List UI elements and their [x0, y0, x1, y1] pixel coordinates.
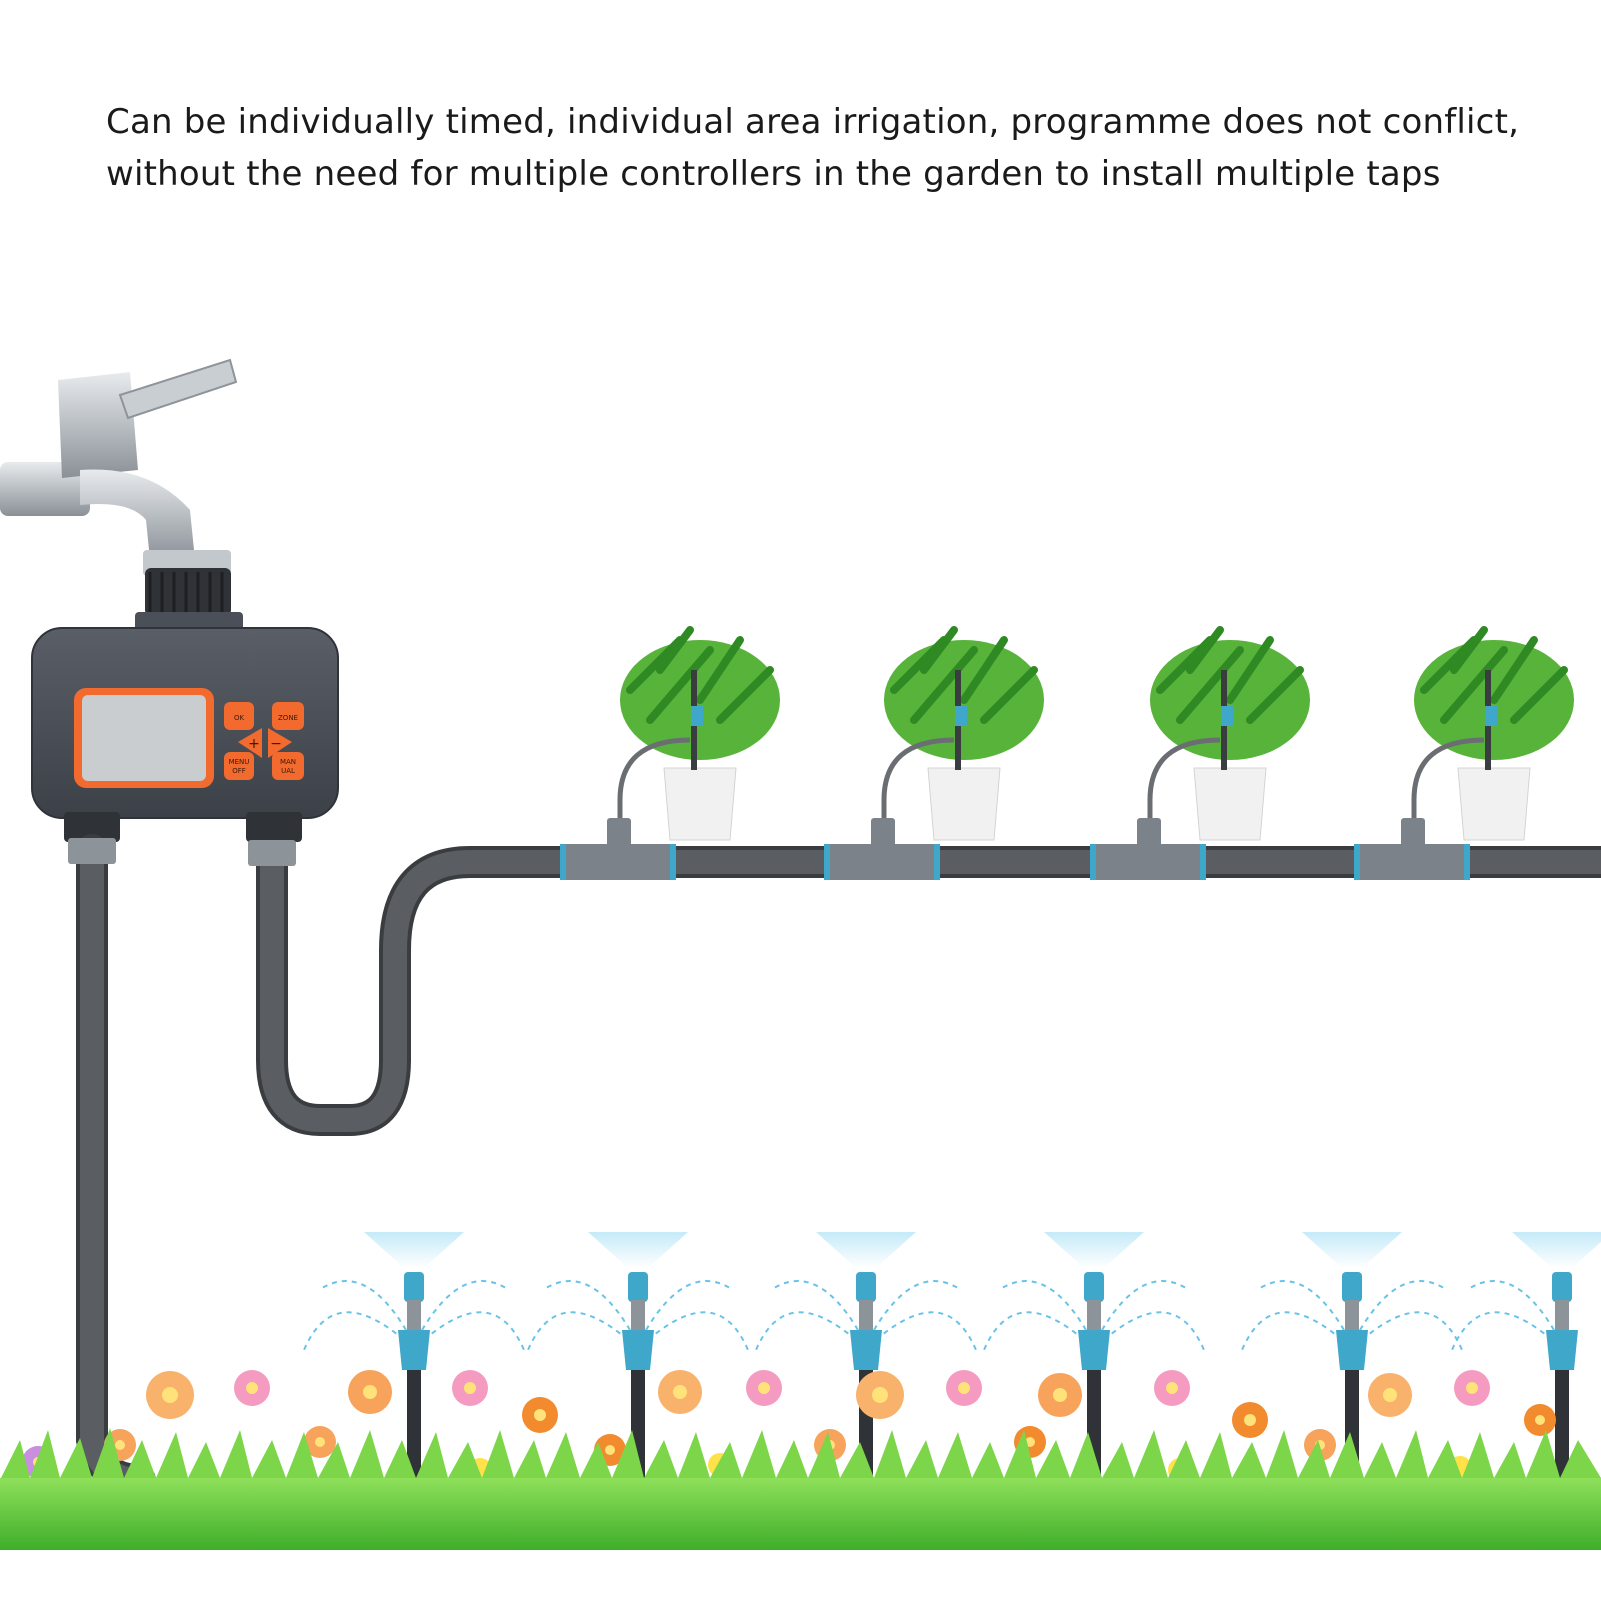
- flower: [304, 1426, 336, 1458]
- flower: [1368, 1373, 1412, 1417]
- manual-button[interactable]: MAN UAL: [272, 752, 304, 780]
- zone-button[interactable]: ZONE: [272, 702, 304, 730]
- right-hose-connector: [248, 840, 296, 866]
- coupling-nut: [145, 568, 231, 616]
- flower: [452, 1370, 488, 1406]
- faucet: [0, 358, 238, 560]
- sprinkler: [527, 1232, 749, 1480]
- potted-plant: [1354, 626, 1574, 880]
- flower: [946, 1370, 982, 1406]
- plus-button[interactable]: +: [238, 728, 262, 758]
- svg-text:+: +: [248, 736, 260, 752]
- flower: [1524, 1404, 1556, 1436]
- menu-off-button[interactable]: MENU OFF: [224, 752, 254, 780]
- caption: Can be individually timed, individual ar…: [106, 96, 1546, 200]
- flower: [856, 1371, 904, 1419]
- flower: [146, 1371, 194, 1419]
- flower: [1038, 1373, 1082, 1417]
- potted-plant: [1090, 626, 1310, 880]
- faucet-body: [58, 372, 138, 478]
- flower: [746, 1370, 782, 1406]
- potted-plant: [824, 626, 1044, 880]
- ok-button[interactable]: OK: [224, 702, 254, 730]
- left-hose-connector: [68, 838, 116, 864]
- svg-text:MAN: MAN: [280, 758, 296, 766]
- svg-text:OFF: OFF: [232, 767, 246, 775]
- flower: [1454, 1370, 1490, 1406]
- water-timer-controller: OK ZONE + − MENU OFF MAN UAL: [31, 550, 339, 842]
- svg-text:OK: OK: [234, 714, 245, 722]
- faucet-handle: [118, 358, 238, 420]
- minus-button[interactable]: −: [268, 728, 292, 758]
- outlet-left: [64, 812, 120, 842]
- outlet-right: [246, 812, 302, 842]
- faucet-spout: [80, 469, 195, 560]
- potted-plant: [560, 626, 780, 880]
- caption-line-1: Can be individually timed, individual ar…: [106, 102, 1520, 142]
- flower: [1232, 1402, 1268, 1438]
- flower: [1154, 1370, 1190, 1406]
- potted-plants: [560, 626, 1574, 880]
- svg-text:UAL: UAL: [281, 767, 295, 775]
- sprinkler: [303, 1232, 525, 1480]
- sprinkler: [1451, 1232, 1601, 1480]
- flower: [234, 1370, 270, 1406]
- flower: [348, 1370, 392, 1414]
- caption-line-2: without the need for multiple controller…: [106, 154, 1441, 194]
- sprinklers: [303, 1232, 1601, 1480]
- flower: [522, 1397, 558, 1433]
- sprinkler: [983, 1232, 1205, 1480]
- svg-text:−: −: [270, 736, 282, 752]
- svg-text:MENU: MENU: [229, 758, 250, 766]
- grass: [0, 1428, 1601, 1601]
- svg-text:ZONE: ZONE: [278, 714, 298, 722]
- sprinkler: [755, 1232, 977, 1480]
- sprinkler: [1241, 1232, 1463, 1480]
- lcd-screen: [82, 695, 206, 781]
- flower: [658, 1370, 702, 1414]
